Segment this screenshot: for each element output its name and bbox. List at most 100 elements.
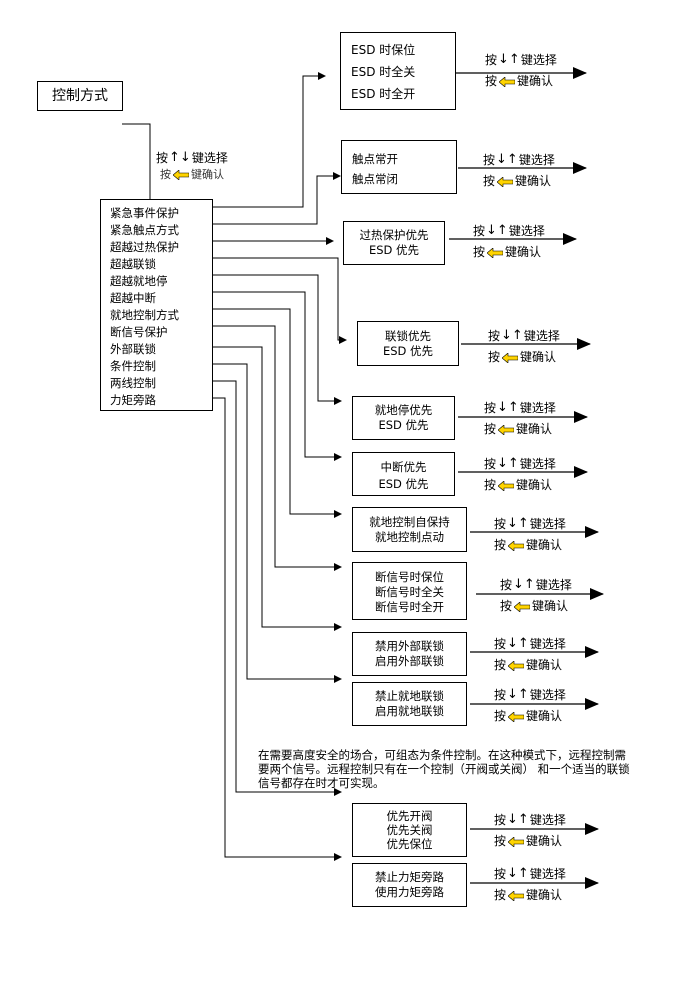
enter-arrow-icon: [507, 659, 525, 672]
option-box-8: 断信号时保位 断信号时全关 断信号时全开: [352, 562, 467, 620]
down-up-arrows-icon: ↓↑: [513, 576, 535, 592]
option-line[interactable]: 过热保护优先: [359, 228, 429, 242]
line-item-1: [213, 72, 326, 208]
top-hint-select: 键选择: [191, 150, 228, 165]
menu-item[interactable]: 超越联锁: [110, 257, 156, 271]
menu-item[interactable]: 紧急事件保护: [110, 206, 179, 220]
option-line[interactable]: 联锁优先: [385, 329, 431, 343]
option-line[interactable]: ESD 时全关: [351, 65, 416, 79]
down-up-arrows-icon: ↓↑: [486, 222, 508, 238]
hint-confirm: 键确认: [515, 173, 552, 188]
menu-item[interactable]: 就地控制方式: [110, 308, 179, 322]
menu-item[interactable]: 外部联锁: [110, 342, 156, 356]
option-line[interactable]: 优先开阀: [386, 809, 433, 823]
hint-press: 按: [484, 421, 497, 436]
option-line[interactable]: 触点常闭: [352, 172, 398, 186]
key-hint-2: 按↓↑键选择按键确认: [483, 151, 555, 189]
menu-item[interactable]: 紧急触点方式: [110, 223, 179, 237]
option-box-10: 禁止就地联锁 启用就地联锁: [352, 682, 467, 726]
line-item-7: [213, 308, 342, 518]
hint-press: 按: [494, 657, 507, 672]
line-item-10: [213, 363, 342, 683]
hint-confirm: 键确认: [526, 833, 563, 848]
option-line[interactable]: ESD 时全开: [351, 87, 416, 101]
hint-confirm: 键确认: [526, 887, 563, 902]
option-line[interactable]: 优先保位: [386, 837, 433, 851]
down-up-arrows-icon: ↓↑: [507, 865, 529, 881]
option-line[interactable]: 就地控制点动: [375, 530, 444, 544]
option-box-7: 就地控制自保持 就地控制点动: [352, 507, 467, 552]
menu-item[interactable]: 两线控制: [110, 376, 156, 390]
hint-press: 按: [484, 400, 497, 415]
hint-press: 按: [494, 537, 507, 552]
option-line[interactable]: ESD 时保位: [351, 43, 416, 57]
root-to-menu-line: [122, 123, 154, 208]
line-item-6: [213, 291, 342, 461]
option-box-12: 禁止力矩旁路 使用力矩旁路: [352, 863, 467, 907]
hint-select: 键选择: [523, 328, 560, 343]
key-hint-4: 按↓↑键选择按键确认: [488, 327, 560, 365]
hint-press: 按: [484, 456, 497, 471]
option-line[interactable]: ESD 优先: [378, 477, 429, 491]
hint-confirm: 键确认: [526, 708, 563, 723]
down-up-arrows-icon: ↓↑: [498, 51, 520, 67]
down-up-arrows-icon: ↓↑: [497, 399, 519, 415]
hint-select: 键选择: [535, 577, 572, 592]
option-line[interactable]: 触点常开: [352, 152, 398, 166]
option-line[interactable]: 就地停优先: [374, 403, 433, 417]
hint-press: 按: [473, 223, 486, 238]
option-line[interactable]: 使用力矩旁路: [375, 885, 444, 899]
top-hint-press-2: 按: [160, 167, 171, 181]
line-item-8: [213, 325, 342, 571]
option-box-11: 优先开阀 优先关阀 优先保位: [352, 803, 467, 857]
updown-arrows-icon: ↑↓: [169, 149, 191, 165]
hint-press: 按: [494, 516, 507, 531]
key-hint-6: 按↓↑键选择按键确认: [484, 455, 556, 493]
hint-press: 按: [494, 708, 507, 723]
hint-select: 键选择: [519, 456, 556, 471]
option-line[interactable]: 优先关阀: [386, 823, 433, 837]
option-box-2: 触点常开 触点常闭: [341, 140, 457, 194]
down-up-arrows-icon: ↓↑: [507, 811, 529, 827]
option-line[interactable]: 断信号时保位: [375, 570, 444, 584]
option-line[interactable]: 禁止就地联锁: [375, 689, 444, 703]
option-line[interactable]: 禁用外部联锁: [375, 639, 444, 653]
key-hint-12: 按↓↑键选择按键确认: [494, 865, 566, 903]
hint-press: 按: [483, 152, 496, 167]
option-line[interactable]: ESD 优先: [378, 418, 429, 432]
option-line[interactable]: ESD 优先: [368, 243, 420, 257]
option-line[interactable]: 启用就地联锁: [375, 704, 444, 718]
hint-select: 键选择: [529, 687, 566, 702]
menu-item[interactable]: 超越过热保护: [110, 240, 179, 254]
key-hint-11: 按↓↑键选择按键确认: [494, 811, 566, 849]
top-hint-press: 按: [156, 150, 169, 165]
down-up-arrows-icon: ↓↑: [507, 635, 529, 651]
key-hint-5: 按↓↑键选择按键确认: [484, 399, 556, 437]
menu-item[interactable]: 断信号保护: [110, 325, 168, 339]
hint-press: 按: [483, 173, 496, 188]
option-line[interactable]: 断信号时全开: [375, 600, 444, 614]
option-line[interactable]: 中断优先: [380, 460, 427, 474]
hint-press: 按: [473, 244, 486, 259]
down-up-arrows-icon: ↓↑: [496, 151, 518, 167]
hint-confirm: 键确认: [520, 349, 557, 364]
option-line[interactable]: 就地控制自保持: [369, 515, 450, 529]
hint-confirm: 键确认: [517, 73, 554, 88]
menu-item[interactable]: 超越就地停: [110, 274, 168, 288]
hint-select: 键选择: [529, 866, 566, 881]
menu-item[interactable]: 力矩旁路: [110, 393, 156, 407]
hint-press: 按: [488, 328, 501, 343]
menu-item[interactable]: 超越中断: [110, 291, 156, 305]
down-up-arrows-icon: ↓↑: [497, 455, 519, 471]
option-line[interactable]: 断信号时全关: [375, 585, 444, 599]
condition-control-note: 在需要高度安全的场合，可组态为条件控制。在这种模式下，远程控制需要两个信号。远程…: [258, 748, 630, 790]
hint-select: 键选择: [518, 152, 555, 167]
hint-confirm: 键确认: [526, 537, 563, 552]
hint-press: 按: [485, 73, 498, 88]
option-line[interactable]: ESD 优先: [382, 344, 434, 358]
option-line[interactable]: 禁止力矩旁路: [375, 870, 444, 884]
option-line[interactable]: 启用外部联锁: [375, 654, 444, 668]
root-box: 控制方式: [37, 81, 123, 111]
menu-box: 紧急事件保护 紧急触点方式 超越过热保护 超越联锁 超越就地停 超越中断 就地控…: [100, 199, 213, 411]
menu-item[interactable]: 条件控制: [110, 359, 156, 373]
